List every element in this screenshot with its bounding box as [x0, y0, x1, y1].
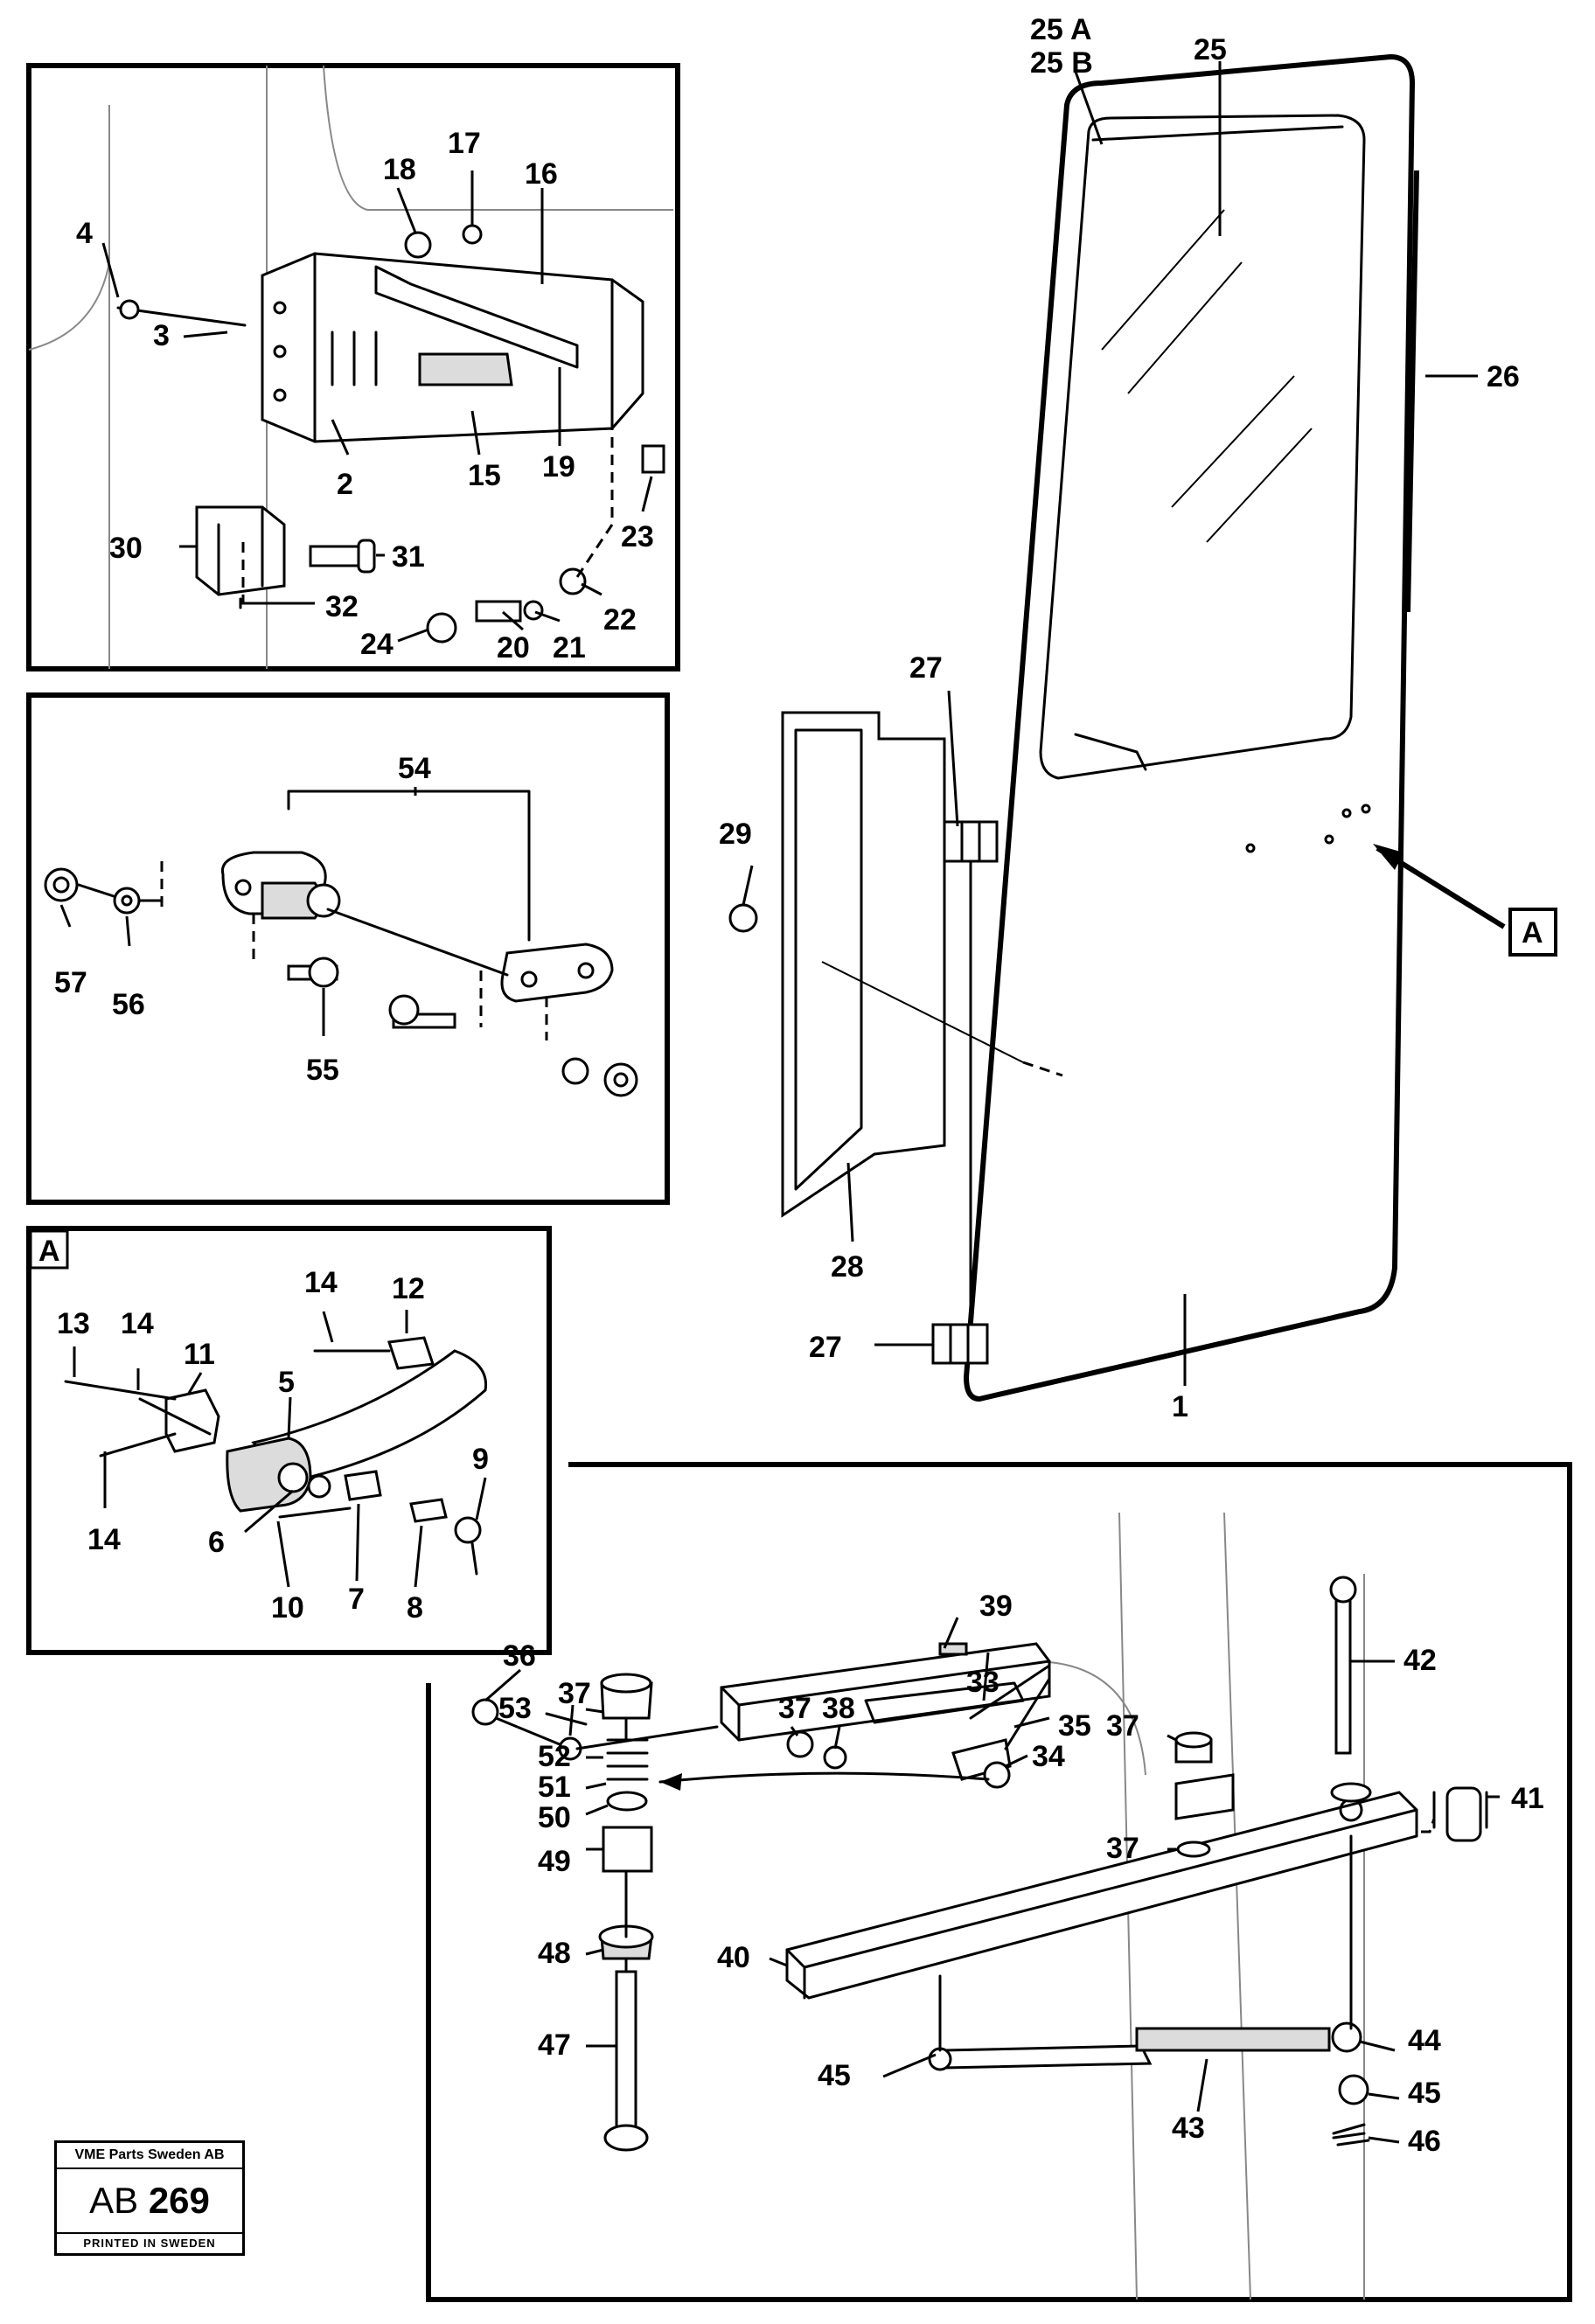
arm-panel: 36 37 53 52 51 50 49 48 47 39 37 38 33 3…: [426, 1462, 1572, 2302]
callout-49: 49: [538, 1845, 571, 1878]
callout-38: 38: [822, 1692, 855, 1725]
callout-8: 8: [407, 1591, 423, 1625]
stamp-code: AB 269: [57, 2169, 242, 2232]
callout-9: 9: [472, 1443, 489, 1476]
detail-a-labels: A 13 14 14 14 11 5 12 6 10 7 8 9: [38, 1235, 489, 1625]
callout-37-b: 37: [778, 1692, 811, 1725]
stamp-footer: PRINTED IN SWEDEN: [57, 2232, 242, 2253]
callout-36: 36: [503, 1639, 536, 1673]
callout-47: 47: [538, 2028, 571, 2062]
arm-drawing: [471, 1576, 1488, 2152]
callout-52: 52: [538, 1740, 571, 1773]
callout-46: 46: [1408, 2125, 1441, 2158]
view-a-letter: A: [1522, 916, 1543, 950]
callout-15: 15: [468, 459, 501, 492]
callout-54: 54: [398, 752, 431, 785]
callout-31: 31: [392, 540, 425, 574]
callout-25b: 25 B: [1030, 46, 1093, 80]
callout-5: 5: [278, 1366, 295, 1399]
callout-32: 32: [325, 590, 359, 623]
callout-24: 24: [360, 628, 394, 661]
lock-panel: 4 3 2 15 19 16 17 18 23 22 21 20 24 32 3…: [26, 63, 680, 671]
callout-2: 2: [337, 468, 353, 501]
handle-drawing: [64, 1336, 488, 1576]
callout-23: 23: [621, 520, 654, 553]
parts-catalog-stamp: VME Parts Sweden AB AB 269 PRINTED IN SW…: [54, 2140, 245, 2256]
callout-44: 44: [1408, 2024, 1441, 2057]
arm-panel-leaders: [484, 1617, 1500, 2144]
callout-7: 7: [348, 1583, 365, 1616]
door-labels: 25 A 25 B 25 26 27 29 A 28 27 1: [719, 13, 1543, 1423]
stamp-company: VME Parts Sweden AB: [57, 2143, 242, 2169]
callout-6: 6: [208, 1526, 225, 1559]
callout-37-c: 37: [1106, 1709, 1139, 1743]
arm-panel-labels: 36 37 53 52 51 50 49 48 47 39 37 38 33 3…: [498, 1590, 1544, 2158]
stamp-code-prefix: AB: [89, 2180, 139, 2221]
callout-17: 17: [448, 127, 481, 160]
callout-29: 29: [719, 818, 752, 851]
hinge-panel-leaders: [59, 787, 417, 1036]
callout-35: 35: [1058, 1709, 1091, 1743]
callout-43: 43: [1172, 2112, 1205, 2145]
callout-12: 12: [392, 1272, 425, 1305]
callout-26: 26: [1487, 360, 1520, 393]
callout-45-a: 45: [818, 2059, 851, 2092]
callout-39: 39: [979, 1590, 1013, 1623]
lock-panel-leaders: [101, 170, 653, 643]
lock-panel-labels: 4 3 2 15 19 16 17 18 23 22 21 20 24 32 3…: [76, 127, 654, 664]
callout-14-b: 14: [304, 1266, 338, 1299]
callout-37-a: 37: [558, 1677, 591, 1710]
callout-13: 13: [57, 1307, 90, 1340]
callout-50: 50: [538, 1801, 571, 1834]
callout-27-upper: 27: [909, 651, 943, 685]
callout-1: 1: [1172, 1390, 1188, 1423]
callout-18: 18: [383, 153, 416, 186]
callout-10: 10: [271, 1591, 304, 1625]
callout-16: 16: [525, 157, 558, 191]
detail-a-letter: A: [38, 1235, 60, 1268]
callout-48: 48: [538, 1937, 571, 1970]
callout-27-lower: 27: [809, 1331, 842, 1364]
callout-19: 19: [542, 450, 575, 484]
callout-25a: 25 A: [1030, 13, 1092, 46]
door-leaders: [742, 61, 1478, 1386]
callout-20: 20: [497, 631, 530, 664]
callout-11: 11: [184, 1338, 215, 1371]
callout-55: 55: [306, 1054, 339, 1087]
door-assembly: 25 A 25 B 25 26 27 29 A 28 27 1: [719, 13, 1557, 1423]
callout-37-d: 37: [1106, 1832, 1139, 1865]
hinge-panel-labels: 54 57 56 55: [54, 752, 431, 1087]
callout-4: 4: [76, 217, 93, 250]
callout-34: 34: [1032, 1740, 1065, 1773]
callout-45-b: 45: [1408, 2077, 1441, 2110]
callout-33: 33: [966, 1666, 999, 1699]
callout-3: 3: [153, 319, 170, 352]
hinge-drawing: [44, 790, 638, 1097]
hinge-panel: 54 57 56 55: [26, 692, 670, 1205]
lock-body-drawing: [116, 224, 665, 644]
callout-25: 25: [1194, 33, 1227, 66]
callout-40: 40: [717, 1941, 750, 1974]
callout-30: 30: [109, 532, 143, 565]
callout-53: 53: [498, 1692, 532, 1725]
stamp-code-number: 269: [148, 2180, 210, 2221]
detail-a-leaders: [73, 1310, 487, 1588]
callout-51: 51: [538, 1771, 571, 1804]
callout-57: 57: [54, 966, 87, 999]
callout-42: 42: [1403, 1644, 1437, 1677]
callout-14-c: 14: [87, 1523, 121, 1556]
callout-14-a: 14: [121, 1307, 154, 1340]
callout-28: 28: [831, 1250, 864, 1284]
callout-41: 41: [1511, 1782, 1544, 1815]
callout-56: 56: [112, 988, 145, 1021]
callout-22: 22: [603, 603, 637, 637]
detail-a-panel: A 13 14 14 14 11 5 12 6 10 7 8 9: [26, 1226, 552, 1655]
callout-21: 21: [553, 631, 586, 664]
